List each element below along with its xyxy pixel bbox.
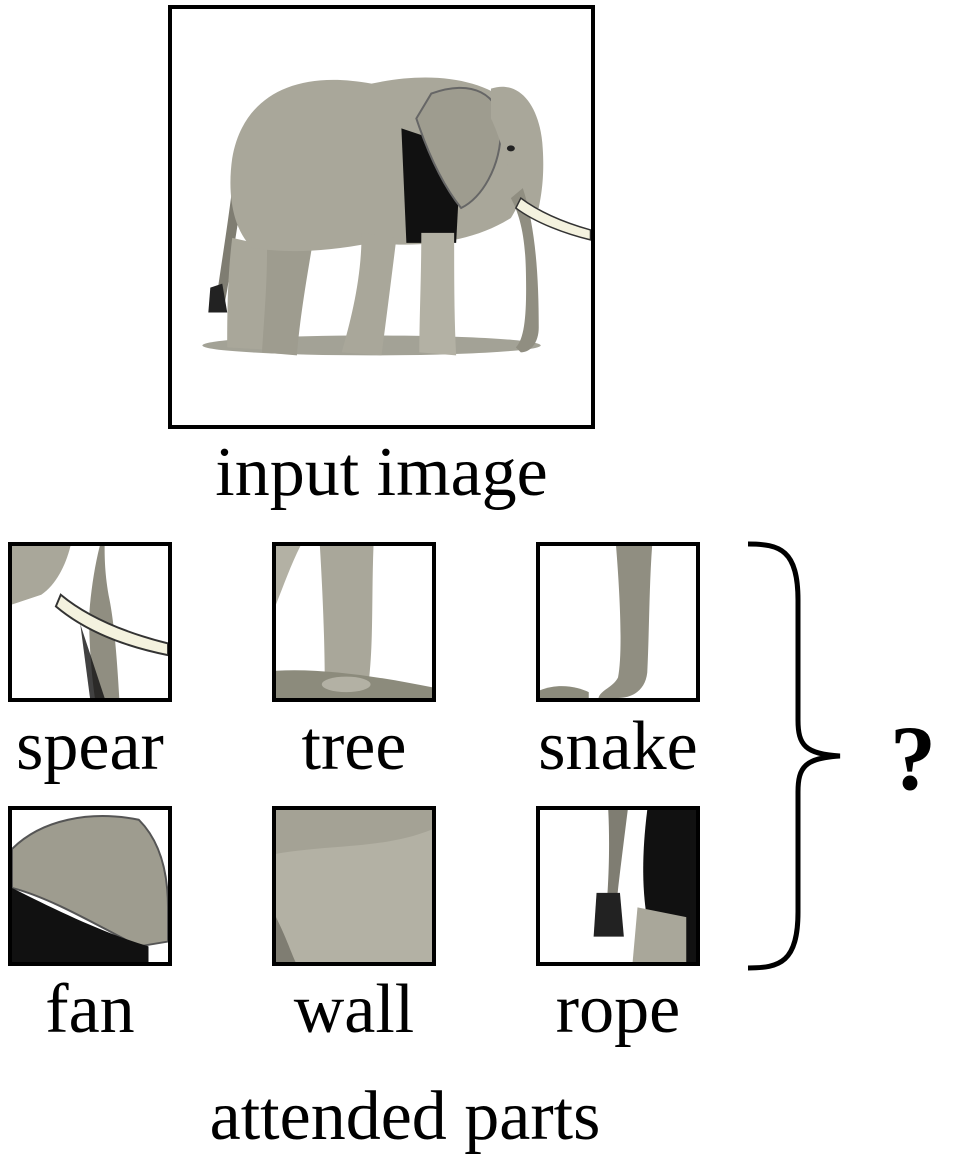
part-rope-label: rope [555, 971, 681, 1048]
part-wall-label: wall [293, 971, 415, 1048]
snake-crop [540, 546, 653, 698]
part-fan-image [8, 806, 172, 966]
rope-crop [593, 810, 696, 962]
curly-brace [747, 541, 841, 971]
tree-crop [276, 546, 432, 698]
part-snake-image [536, 542, 700, 702]
input-image-label: input image [215, 434, 548, 511]
part-wall-image [272, 806, 436, 966]
part-snake-label: snake [538, 708, 698, 785]
part-tree-image [272, 542, 436, 702]
part-fan-label: fan [45, 971, 135, 1048]
input-image-frame [168, 5, 595, 429]
attended-parts-label: attended parts [209, 1078, 601, 1155]
elephant-image [202, 77, 591, 356]
fan-crop [12, 810, 168, 962]
part-spear-label: spear [16, 708, 164, 785]
part-rope-image [536, 806, 700, 966]
spear-crop [12, 546, 168, 698]
part-tree-label: tree [301, 708, 407, 785]
wall-crop [276, 810, 432, 962]
question-mark: ? [890, 707, 936, 809]
part-spear-image [8, 542, 172, 702]
